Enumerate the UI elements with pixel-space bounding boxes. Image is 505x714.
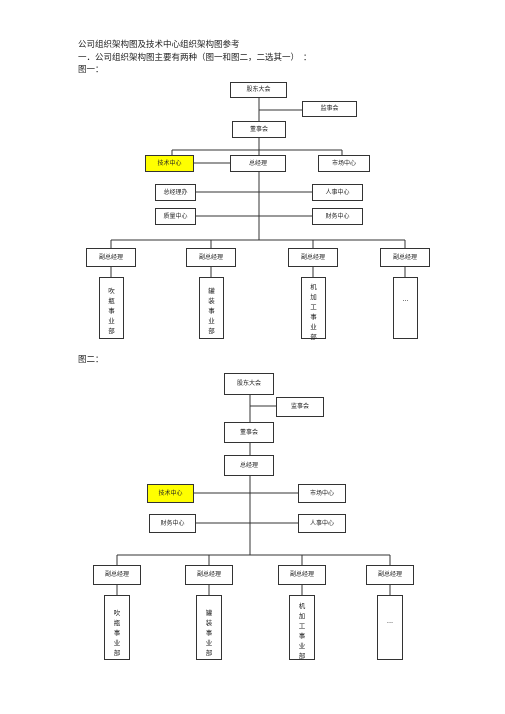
fig2-division-label-1: 吹瓶事业部	[113, 609, 121, 657]
fig1-shareholders-box: 股东大会	[230, 82, 287, 98]
fig1-vgm-box-2: 副总经理	[186, 248, 236, 267]
doc-title: 公司组织架构图及技术中心组织架构图参考	[78, 40, 240, 50]
fig2-vgm-box-1: 副总经理	[93, 565, 141, 585]
fig2-division-label-2: 罐装事业部	[205, 609, 213, 657]
fig1-board-box: 董事会	[232, 121, 286, 138]
fig2-vgm-box-3: 副总经理	[278, 565, 326, 585]
fig1-vgm-box-1: 副总经理	[86, 248, 136, 267]
doc-subtitle: 一．公司组织架构图主要有两种（图一和图二，二选其一）	[78, 53, 300, 63]
figure-2-label: 图二：	[78, 355, 104, 365]
figure-1-label: 图一：	[78, 65, 104, 75]
fig1-division-box-4: ...	[393, 277, 418, 339]
fig1-division-box-3: 机加工事业部	[301, 277, 326, 341]
doc-subtitle-tail: ：	[303, 53, 312, 63]
fig2-hr-center-box: 人事中心	[298, 514, 346, 533]
fig1-vgm-box-4: 副总经理	[380, 248, 430, 267]
fig1-vgm-box-3: 副总经理	[288, 248, 338, 267]
fig1-division-box-1: 吹瓶事业部	[99, 277, 124, 339]
fig1-supervisors-box: 监事会	[302, 101, 357, 117]
fig2-division-label-3: 机加工事业部	[298, 602, 306, 660]
fig1-gm-box: 总经理	[230, 155, 286, 172]
fig1-finance-center-box: 财务中心	[312, 208, 363, 225]
fig1-tech-center-box: 技术中心	[145, 155, 194, 172]
fig1-quality-center-box: 质量中心	[155, 208, 196, 225]
fig2-vgm-box-4: 副总经理	[366, 565, 414, 585]
fig2-tech-center-box: 技术中心	[147, 484, 194, 503]
fig2-shareholders-box: 股东大会	[224, 373, 274, 395]
fig2-vgm-box-2: 副总经理	[185, 565, 233, 585]
fig1-division-label-2: 罐装事业部	[208, 287, 215, 335]
fig2-division-label-4: ...	[386, 617, 394, 625]
fig1-hr-center-box: 人事中心	[312, 184, 363, 201]
fig2-division-box-2: 罐装事业部	[196, 595, 222, 660]
fig2-division-box-3: 机加工事业部	[289, 595, 315, 660]
fig2-board-box: 董事会	[224, 422, 274, 443]
fig1-market-center-box: 市场中心	[318, 155, 370, 172]
fig2-division-box-4: ...	[377, 595, 403, 660]
fig1-division-box-2: 罐装事业部	[199, 277, 224, 339]
fig2-finance-center-box: 财务中心	[149, 514, 196, 533]
fig1-gm-office-box: 总经理办	[155, 184, 196, 201]
fig1-division-label-4: ...	[402, 295, 409, 303]
fig2-division-box-1: 吹瓶事业部	[104, 595, 130, 660]
fig1-division-label-3: 机加工事业部	[310, 283, 317, 341]
fig2-gm-box: 总经理	[224, 455, 274, 476]
fig1-division-label-1: 吹瓶事业部	[108, 287, 115, 335]
fig2-market-center-box: 市场中心	[298, 484, 346, 503]
fig2-supervisors-box: 监事会	[276, 397, 324, 417]
